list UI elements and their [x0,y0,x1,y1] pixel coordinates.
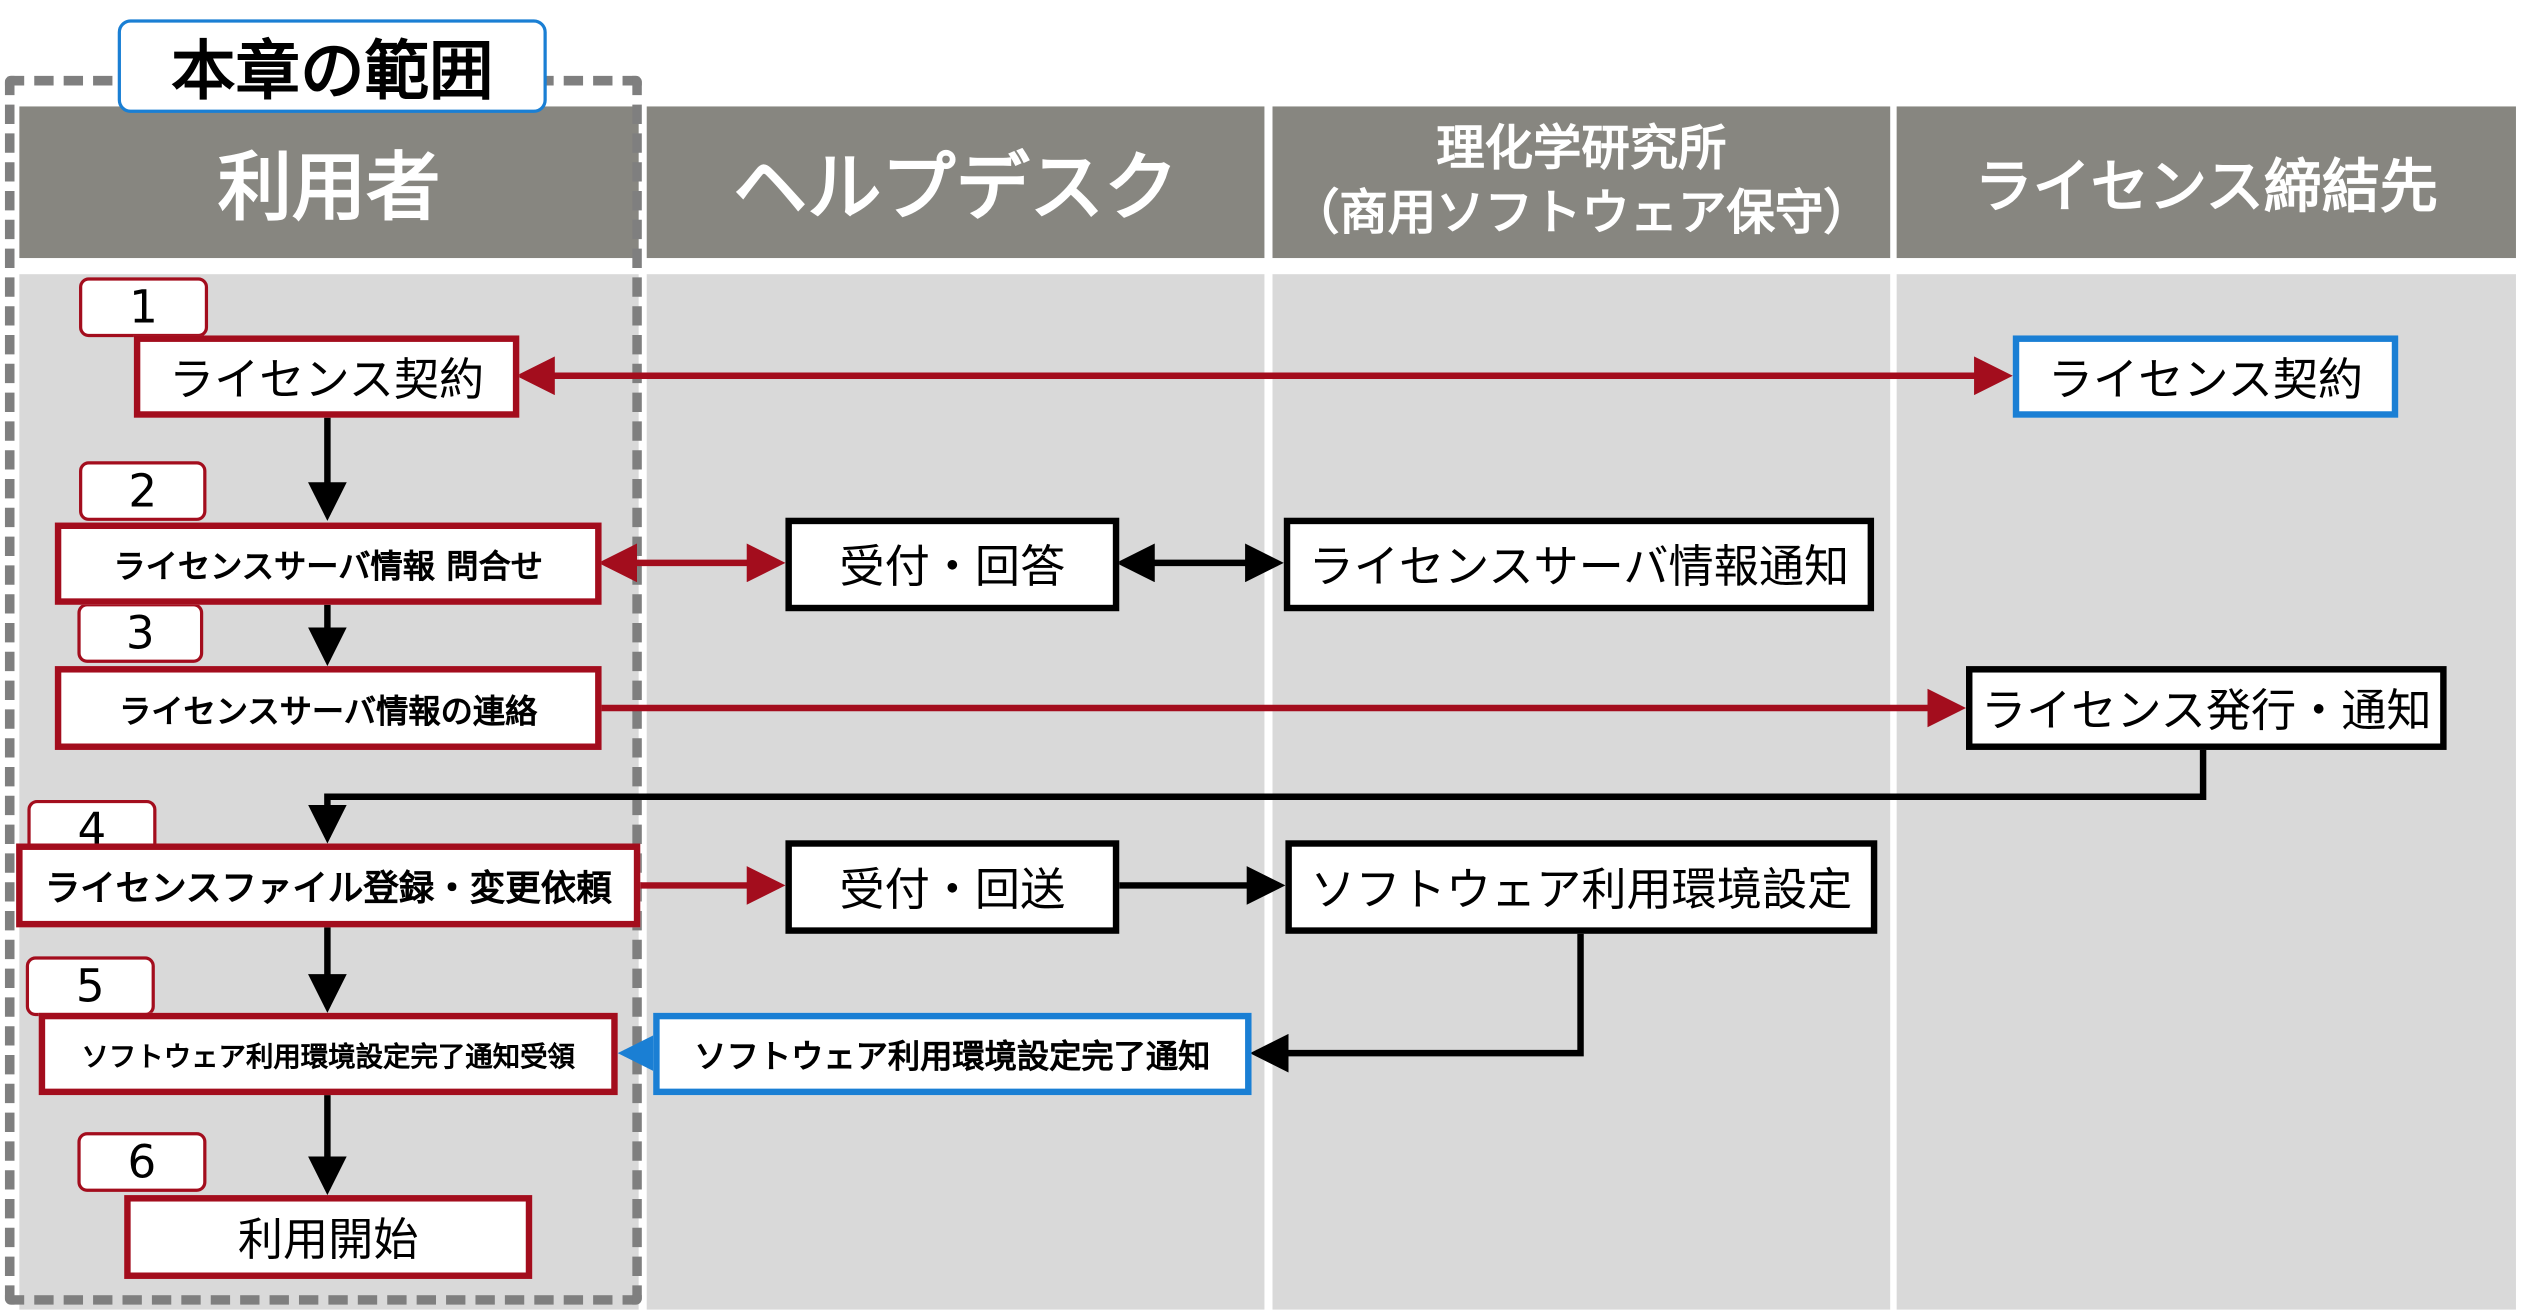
scope-label: 本章の範囲 [117,19,547,113]
column-header-user: 利用者 [19,106,639,259]
lane-helpdesk [646,274,1265,1310]
licensor-issue-notice: ライセンス発行・通知 [1966,666,2447,750]
arrow-setup-done [1249,932,1584,1073]
riken-env-setup: ソフトウェア利用環境設定 [1285,840,1878,934]
riken-subtitle: （商用ソフトウェア保守） [1291,185,1872,242]
step-number-2: 2 [79,461,207,521]
step-number-5: 5 [25,956,155,1017]
riken-server-info-notice: ライセンスサーバ情報通知 [1283,517,1875,612]
step-1-license-contract: ライセンス契約 [133,335,520,418]
helpdesk-reception-answer: 受付・回答 [785,517,1120,612]
step-number-1: 1 [79,277,209,338]
step-number-3: 3 [77,603,204,663]
column-header-riken: 理化学研究所 （商用ソフトウェア保守） [1272,106,1891,259]
helpdesk-reception-forward: 受付・回送 [785,840,1120,934]
step-number-6: 6 [77,1132,207,1192]
step-2-server-inquiry: ライセンスサーバ情報 問合せ [54,522,602,605]
arrow-issue-to-user [308,748,2207,844]
lane-licensor [1896,274,2516,1310]
licensor-contract: ライセンス契約 [2012,335,2399,418]
step-3-server-info-contact: ライセンスサーバ情報の連絡 [54,666,602,750]
step-5-notice-received: ソフトウェア利用環境設定完了通知受領 [38,1012,618,1096]
column-header-helpdesk: ヘルプデスク [646,106,1265,259]
step-6-start-use: 利用開始 [124,1195,533,1279]
lane-riken [1272,274,1891,1310]
helpdesk-completion-notice: ソフトウェア利用環境設定完了通知 [653,1012,1252,1096]
riken-title: 理化学研究所 [1436,120,1727,178]
column-header-licensor: ライセンス締結先 [1896,106,2516,259]
step-4-license-file-request: ライセンスファイル登録・変更依頼 [16,843,641,928]
